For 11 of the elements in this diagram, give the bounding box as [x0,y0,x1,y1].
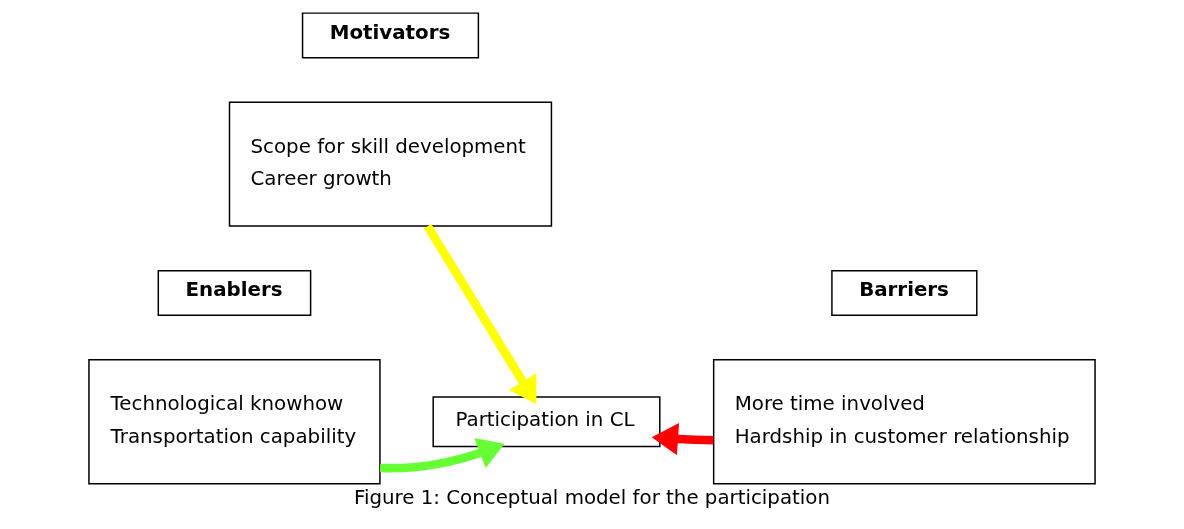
node-box: Barriers [831,269,978,316]
arrow [380,438,505,473]
arrow [651,423,714,456]
node-box: Enablers [157,269,312,316]
node-box: Motivators [301,12,480,59]
arrow [423,223,537,404]
node-box: Participation in CL [432,396,661,448]
node-box: Scope for skill development Career growth [228,101,553,227]
caption: Figure 1: Conceptual model for the participation [354,486,830,510]
node-box: More time involved Hardship in customer relationship [712,359,1096,485]
node-box: Technological knowhow Transportation capability [88,359,381,485]
